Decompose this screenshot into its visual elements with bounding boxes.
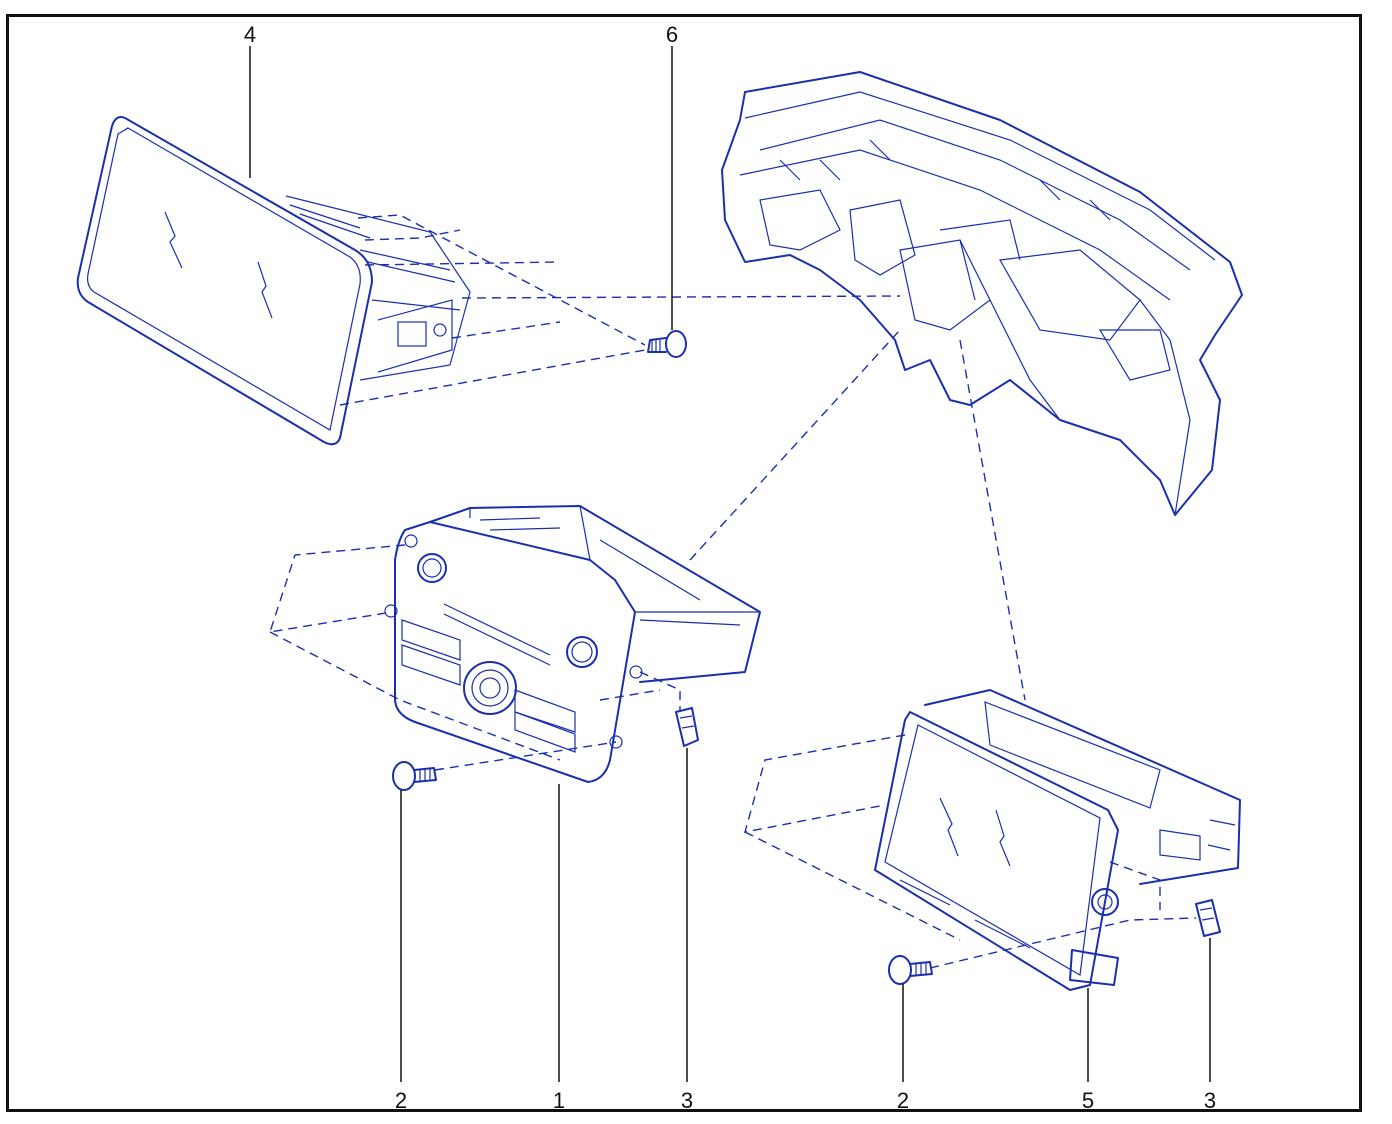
callout-3-right: 3: [1204, 1088, 1216, 1113]
callout-6: 6: [666, 22, 678, 47]
part-4-display-unit: [76, 116, 471, 446]
part-3-clip-left: [675, 707, 699, 747]
part-5-display-radio: [874, 689, 1241, 991]
diagram-frame: [6, 14, 1362, 1112]
callout-5: 5: [1082, 1088, 1094, 1113]
part-2-screw-right: [888, 955, 933, 985]
callout-4: 4: [244, 22, 256, 47]
part-1-radio-unit: [384, 505, 761, 783]
callout-2-right: 2: [897, 1088, 909, 1113]
part-2-screw-left: [392, 761, 437, 791]
instrument-panel: [721, 71, 1243, 516]
assembly-lines: [268, 214, 1197, 969]
callout-labels: 4 6 2 1 3 2 5 3: [244, 22, 1216, 1113]
leader-lines: [249, 46, 1211, 1082]
callout-3-left: 3: [681, 1088, 693, 1113]
part-3-clip-right: [1195, 899, 1221, 937]
callout-1: 1: [553, 1088, 565, 1113]
part-6-screw: [647, 330, 687, 358]
callout-2-left: 2: [395, 1088, 407, 1113]
